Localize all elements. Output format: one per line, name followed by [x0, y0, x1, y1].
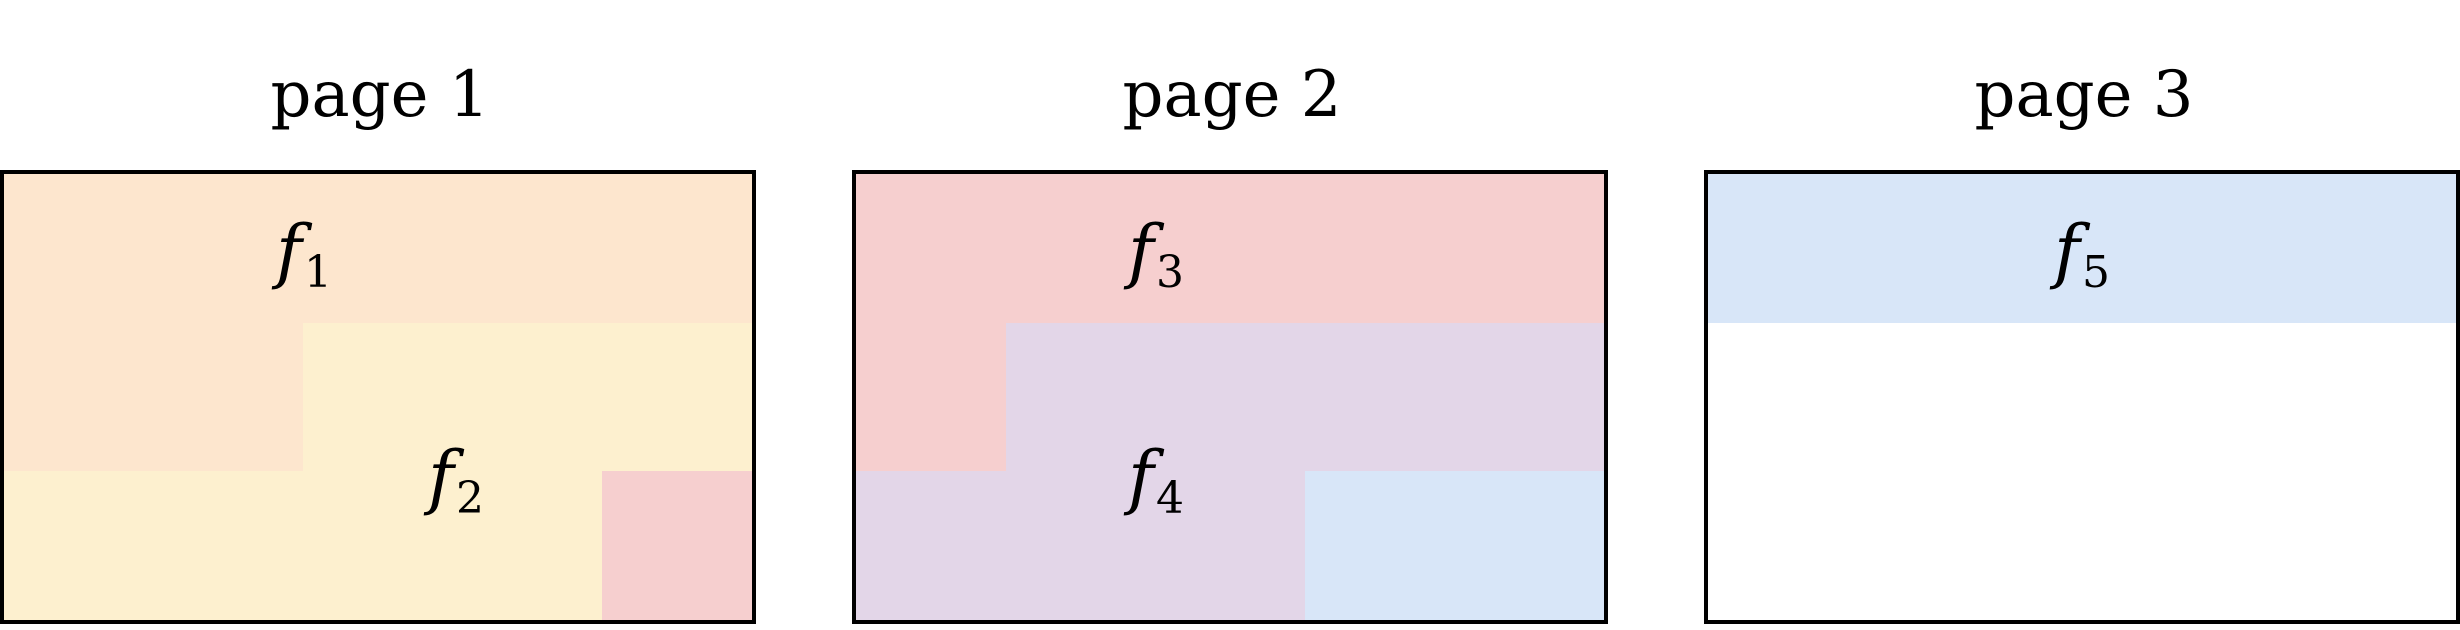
label-f1-sub: 1 [303, 247, 332, 298]
page-3-title: page 3 [1974, 58, 2194, 132]
label-f4-var: f [1128, 436, 1154, 518]
page-1-cell-f2 [452, 322, 604, 473]
page-2-cell-f3 [1005, 174, 1157, 324]
page-1-cell-f2 [4, 471, 155, 620]
page-3-box: f5 [1704, 170, 2460, 624]
label-f2-var: f [428, 436, 454, 518]
page-3-cell-empty [1857, 471, 2009, 620]
page-2-title: page 2 [1122, 58, 1342, 132]
page-3-cell-f5 [1708, 174, 1859, 324]
page-1-cell-f2 [303, 471, 455, 620]
page-2-cell-f4 [1005, 471, 1157, 620]
label-f4-sub: 4 [1155, 473, 1184, 524]
page-3-cell-f5 [2007, 174, 2159, 324]
page-3-cell-f5 [1857, 174, 2009, 324]
page-2-cell-f4 [1155, 471, 1307, 620]
page-1-cell-f1 [4, 174, 155, 324]
page-2-cell-f4 [1155, 322, 1307, 473]
page-1-cell-f1 [4, 322, 155, 473]
page-1-box: f1 f2 [0, 170, 756, 624]
page-2-cell-f3 [1304, 174, 1456, 324]
page-3-cell-empty [2156, 322, 2308, 473]
page-2-cell-f3 [1155, 174, 1307, 324]
page-3-cell-empty [2007, 471, 2159, 620]
page-3-cell-empty [2007, 322, 2159, 473]
page-2-cell-f4 [1304, 322, 1456, 473]
label-f2-sub: 2 [455, 473, 484, 524]
label-f1: f1 [276, 210, 332, 298]
page-1-cell-f2 [452, 471, 604, 620]
page-3-cell-empty [1857, 322, 2009, 473]
page-1-cell-f2 [153, 471, 305, 620]
page-2-cell-f5 [1454, 471, 1604, 620]
page-2-cell-f3 [856, 322, 1007, 473]
page-2-cell-f3 [856, 174, 1007, 324]
page-3-cell-f5 [2306, 174, 2456, 324]
page-3-cell-empty [1708, 471, 1859, 620]
label-f1-var: f [276, 210, 302, 292]
page-1-title: page 1 [270, 58, 490, 132]
label-f5-var: f [2054, 210, 2080, 292]
label-f3: f3 [1128, 210, 1184, 298]
page-2-box: f3 f4 [852, 170, 1608, 624]
page-1-cell-f1 [153, 174, 305, 324]
label-f3-var: f [1128, 210, 1154, 292]
page-1-cell-f1 [602, 174, 752, 324]
page-1-cell-f2 [303, 322, 455, 473]
page-3-cell-f5 [2156, 174, 2308, 324]
label-f5: f5 [2054, 210, 2110, 298]
page-1-cell-f3 [602, 471, 752, 620]
label-f4: f4 [1128, 436, 1184, 524]
page-3-cell-empty [2306, 322, 2456, 473]
page-2-cell-f4 [1454, 322, 1604, 473]
page-3-cell-empty [2156, 471, 2308, 620]
page-2-cell-f4 [1005, 322, 1157, 473]
page-3-cell-empty [1708, 322, 1859, 473]
label-f3-sub: 3 [1155, 247, 1184, 298]
page-2-cell-f4 [856, 471, 1007, 620]
page-2-cell-f3 [1454, 174, 1604, 324]
page-3-cell-empty [2306, 471, 2456, 620]
label-f2: f2 [428, 436, 484, 524]
page-1-cell-f1 [153, 322, 305, 473]
page-1-cell-f1 [303, 174, 455, 324]
page-2-cell-f5 [1304, 471, 1456, 620]
page-1-cell-f1 [452, 174, 604, 324]
label-f5-sub: 5 [2081, 247, 2110, 298]
page-1-cell-f2 [602, 322, 752, 473]
